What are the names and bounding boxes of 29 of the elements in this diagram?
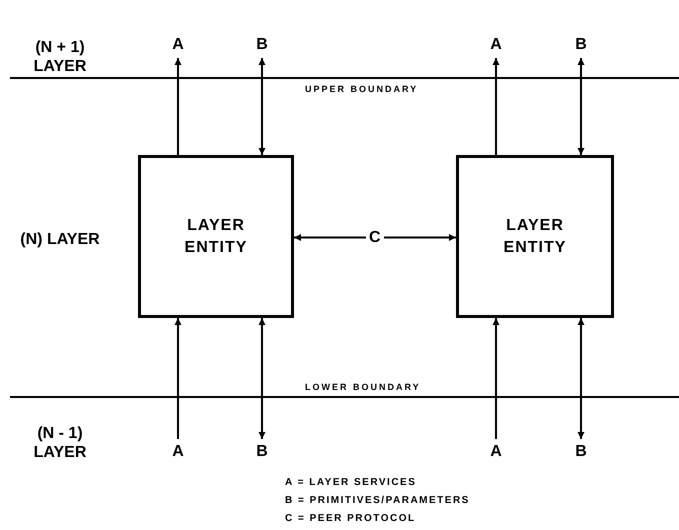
interface-letter: B <box>252 36 272 54</box>
layer-label: (N) LAYER <box>20 230 100 249</box>
entity-label: LAYER ENTITY <box>184 216 248 258</box>
layer-entity-box <box>456 155 614 318</box>
arrow <box>578 318 584 439</box>
interface-letter: B <box>571 36 591 54</box>
arrow <box>492 58 500 155</box>
arrow <box>174 58 182 155</box>
boundary-label: LOWER BOUNDARY <box>305 382 421 392</box>
arrow <box>294 234 456 241</box>
interface-letter: A <box>486 36 506 54</box>
interface-letter: A <box>486 443 506 461</box>
arrow <box>492 318 500 439</box>
layer-entity-box <box>138 155 294 318</box>
interface-letter: B <box>252 443 272 461</box>
arrow <box>578 58 584 155</box>
interface-letter: A <box>168 443 188 461</box>
arrow <box>174 318 182 439</box>
key-text: C = PEER PROTOCOL <box>285 513 416 524</box>
arrow <box>258 58 266 155</box>
layer-label: (N + 1) LAYER <box>32 38 88 76</box>
key-text: B = PRIMITIVES/PARAMETERS <box>285 495 470 506</box>
key-text: A = LAYER SERVICES <box>285 477 416 488</box>
boundary-label: UPPER BOUNDARY <box>305 84 418 94</box>
entity-label: LAYER ENTITY <box>502 216 568 258</box>
interface-letter: B <box>571 443 591 461</box>
layer-label: (N - 1) LAYER <box>32 424 88 462</box>
arrow <box>258 318 266 439</box>
interface-letter: A <box>168 36 188 54</box>
